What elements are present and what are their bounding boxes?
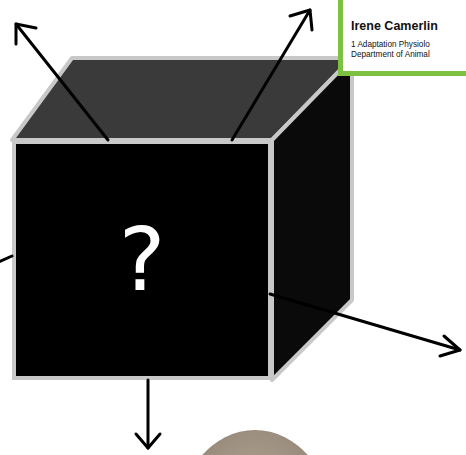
radiating-arrow <box>147 380 150 448</box>
radiating-arrow <box>0 256 12 266</box>
arrow-head <box>136 434 160 448</box>
head-photo <box>177 430 333 455</box>
radiating-arrow <box>270 294 460 350</box>
node-heading: Irene Camerlin <box>351 19 466 33</box>
cube-top-face <box>12 58 352 140</box>
arrow-head <box>290 10 312 30</box>
node-heading: ? <box>119 216 166 304</box>
arrow-head <box>440 336 460 356</box>
node-text: Department of Animal <box>351 50 466 60</box>
radiating-arrow <box>232 10 310 140</box>
arrow-head <box>16 24 36 44</box>
author-card: Irene Camerlin 1 Adaptation PhysioloDepar… <box>338 0 466 76</box>
cube-face: ? <box>12 140 272 380</box>
node-text: 1 Adaptation Physiolo <box>351 40 466 50</box>
cube-right-face <box>272 58 352 380</box>
radiating-arrow <box>16 24 108 140</box>
